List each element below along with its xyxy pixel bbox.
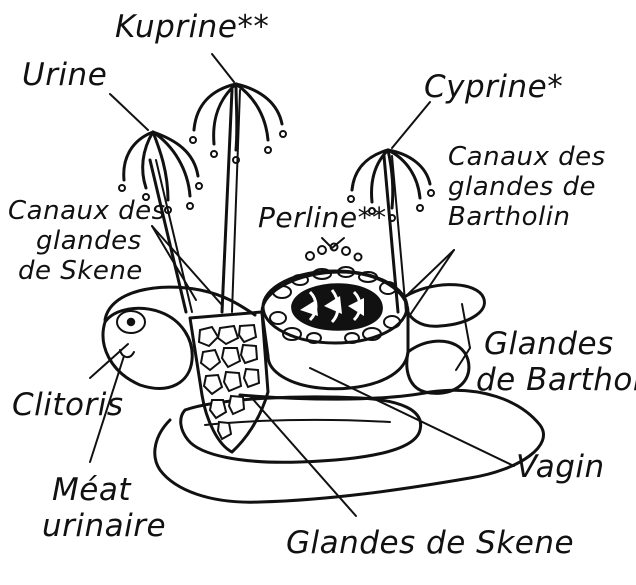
label-canaux-skene-line-1: Canaux des — [8, 196, 166, 226]
clitoris-dot — [128, 319, 135, 326]
glandes-skene-leader — [250, 396, 356, 516]
bartholin-gland-upper — [406, 285, 484, 327]
label-cyprine: Cyprine* — [424, 72, 563, 103]
cyprine-leader — [392, 102, 430, 148]
canaux-bartholin-leader-1 — [404, 250, 454, 298]
glandes-bartholin-leader-1 — [462, 304, 470, 348]
label-meat-urinaire: Méat urinaire — [42, 472, 166, 544]
label-canaux-bartholin-line-2: glandes de — [448, 172, 606, 202]
inner-labia-inner-line — [205, 420, 390, 425]
label-glandes-bartholin-line-2: de Bartholin — [476, 362, 636, 398]
label-meat-urinaire-line-1: Méat — [42, 472, 166, 508]
label-glandes-bartholin-line-1: Glandes — [476, 326, 636, 362]
label-canaux-skene: Canaux des glandes de Skene — [8, 196, 166, 286]
label-canaux-bartholin-line-1: Canaux des — [448, 142, 606, 172]
label-canaux-bartholin-line-3: Bartholin — [448, 202, 606, 232]
label-glandes-skene: Glandes de Skene — [286, 528, 574, 559]
label-vagin: Vagin — [516, 452, 605, 483]
urethral-meatus — [120, 350, 134, 357]
urine-leader — [110, 94, 148, 130]
kuprine-jet-stem — [222, 90, 232, 312]
label-glandes-bartholin: Glandes de Bartholin — [476, 326, 636, 398]
label-kuprine: Kuprine** — [115, 12, 269, 43]
bartholin-gland-lower — [407, 341, 469, 393]
label-meat-urinaire-line-2: urinaire — [42, 508, 166, 544]
label-urine: Urine — [22, 60, 107, 91]
label-clitoris: Clitoris — [12, 390, 124, 421]
kuprine-leader — [212, 54, 234, 82]
label-canaux-skene-line-2: glandes — [8, 226, 166, 256]
label-perline: Perline** — [258, 204, 387, 232]
label-canaux-skene-line-3: de Skene — [8, 256, 166, 286]
label-canaux-bartholin: Canaux des glandes de Bartholin — [448, 142, 606, 232]
